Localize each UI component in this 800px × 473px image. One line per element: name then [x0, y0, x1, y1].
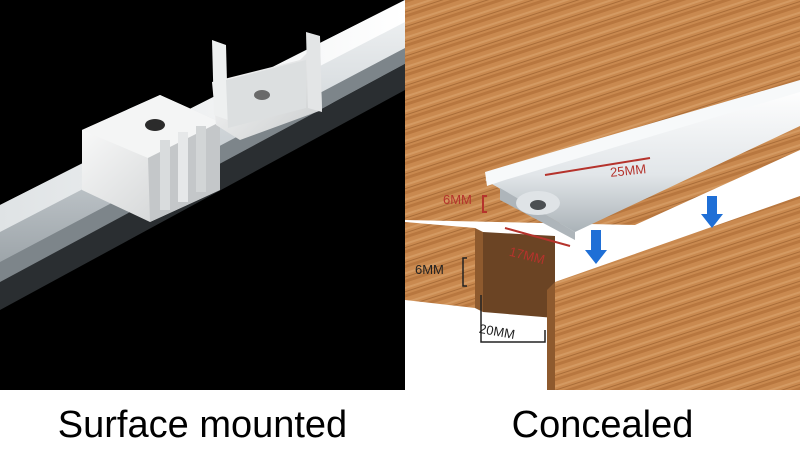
dim-line-20mm	[480, 295, 546, 343]
concealed-diagram: 25MM 6MM 17MM 6MM 20MM	[405, 0, 800, 390]
surface-mounted-photo	[0, 0, 405, 390]
label-profile-height: 6MM	[443, 192, 472, 207]
label-groove-depth: 6MM	[415, 262, 444, 277]
insert-arrow-1	[585, 230, 607, 264]
dim-line-17mm	[504, 227, 571, 247]
groove-channel	[483, 232, 555, 318]
surface-mount-illustration	[0, 0, 405, 390]
mounting-clip-rear	[212, 32, 322, 140]
mounting-clip-front	[82, 95, 220, 222]
dim-line-6mm-groove	[462, 257, 467, 287]
insert-arrow-2	[701, 196, 723, 228]
screw-hole	[145, 119, 165, 131]
dim-line-6mm-profile	[482, 195, 487, 213]
dim-line-25mm	[544, 157, 651, 176]
wood-board-left	[405, 222, 475, 308]
concealed-illustration	[405, 0, 800, 390]
wood-board-right	[555, 196, 800, 390]
caption-surface-mounted: Surface mounted	[57, 404, 348, 446]
caption-concealed: Concealed	[511, 404, 694, 446]
